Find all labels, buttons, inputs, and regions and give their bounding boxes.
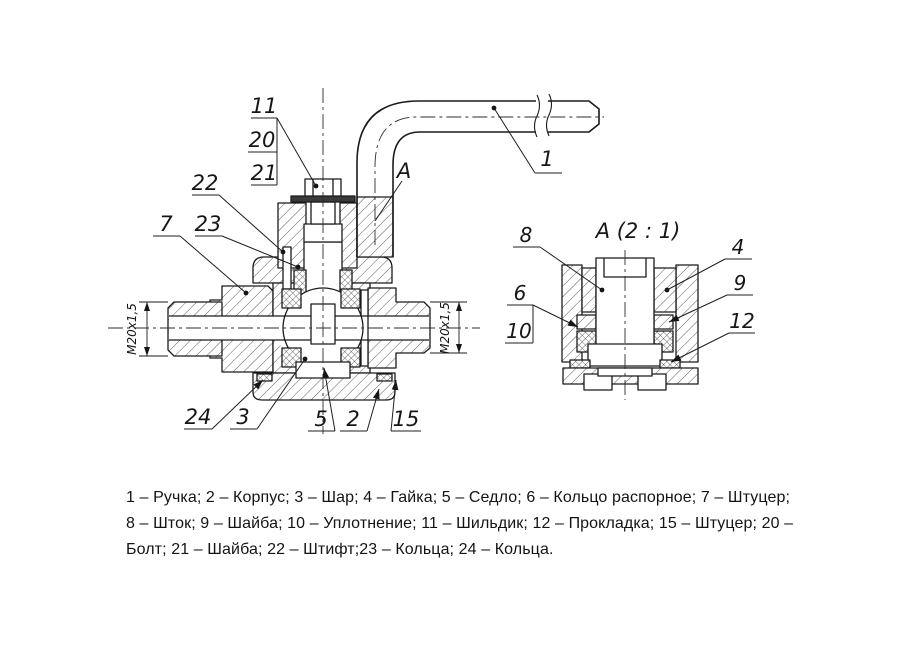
callout-3: 3: [236, 405, 249, 429]
callout-dots: [243, 105, 497, 362]
callout-5: 5: [314, 407, 327, 431]
callout-22: 22: [192, 171, 219, 195]
detail-gasket-12-left: [569, 359, 591, 369]
handle-centerline: [374, 116, 604, 245]
bottom-seal-left-24: [256, 373, 273, 382]
detail-gland-left: [581, 267, 597, 313]
callout-12: 12: [729, 309, 754, 333]
callout-10: 10: [506, 319, 531, 343]
callout-24: 24: [185, 405, 212, 429]
dim-arrow-down: [144, 347, 150, 356]
callout-1: 1: [540, 147, 553, 171]
callout-labels: 1 11 20 21 22 7 23 24 3 5 2 15 А: [159, 94, 553, 431]
detail-callout-dots: [599, 287, 670, 293]
callout-7: 7: [159, 212, 173, 236]
callout-4: 4: [732, 235, 745, 259]
callout-23: 23: [195, 212, 222, 236]
dim-arrow-up: [456, 302, 462, 311]
detail-parts: [561, 257, 699, 391]
bonnet-left: [277, 202, 307, 269]
thread-dim-left: M20x1,5: [125, 303, 139, 355]
dimension-left: M20x1,5: [125, 301, 168, 357]
handle-outer-edge: [356, 100, 536, 257]
dim-arrow-down: [456, 344, 462, 353]
handle-break-line-left: [533, 94, 541, 138]
handle-right-part: [548, 100, 600, 133]
detail-view-a: А (2 : 1): [505, 219, 755, 400]
bottom-seal-right: [376, 373, 393, 382]
detail-spacer-ring-6: [576, 314, 597, 330]
handle: [356, 93, 600, 257]
dimension-right: M20x1,5: [430, 301, 467, 354]
callout-15: 15: [393, 407, 420, 431]
callout-2: 2: [346, 407, 359, 431]
callout-21: 21: [251, 161, 278, 185]
detail-view-title: А (2 : 1): [594, 219, 681, 243]
seat-top-right: [340, 288, 361, 309]
detail-callout-labels: 8 4 6 10 9 12: [506, 223, 754, 343]
callout-leaders: [153, 107, 562, 432]
detail-callout-leaders: [505, 246, 755, 363]
callout-8: 8: [520, 223, 533, 247]
callout-9: 9: [734, 271, 747, 295]
section-arrow-label: А: [395, 159, 411, 183]
detail-gasket-12-right: [659, 359, 681, 369]
callout-11: 11: [251, 94, 278, 118]
dim-arrow-up: [144, 302, 150, 311]
handle-inner-edge: [392, 131, 536, 257]
thread-dim-right: M20x1,5: [438, 302, 452, 354]
seat-top-left: [281, 288, 302, 309]
main-view: M20x1,5 M20x1,5: [108, 88, 604, 434]
callout-6: 6: [514, 281, 527, 305]
callout-20: 20: [249, 128, 276, 152]
parts-legend: 1 – Ручка; 2 – Корпус; 3 – Шар; 4 – Гайк…: [126, 489, 794, 558]
handle-break-line-right: [545, 93, 553, 137]
